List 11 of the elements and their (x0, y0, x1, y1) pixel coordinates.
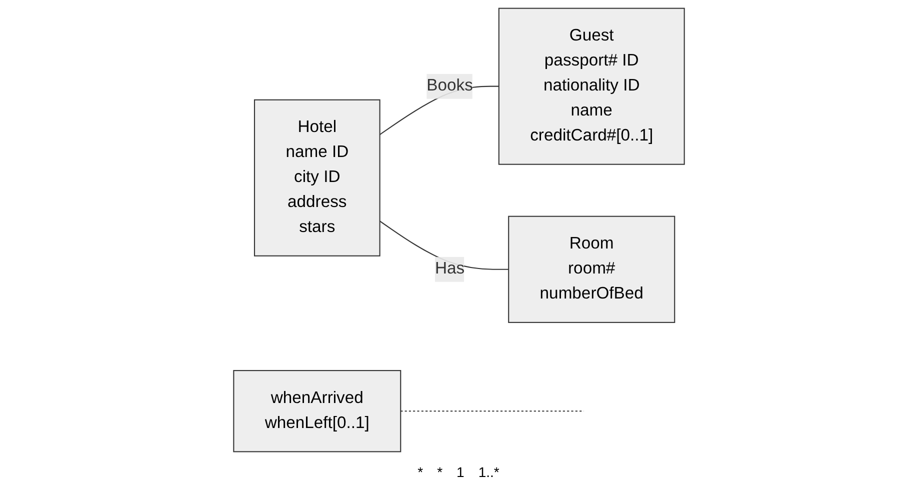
node-box: whenArrived whenLeft[0..1] (232, 370, 401, 452)
connector (400, 410, 584, 412)
node-box: Hotel name ID city ID address stars (253, 99, 380, 256)
edge-label: Books (426, 76, 472, 95)
multiplicity-label: * (437, 464, 443, 480)
edge-label: Has (434, 260, 464, 278)
node-box: Guest passport# ID nationality ID name creditCard#[0..1] (498, 8, 684, 165)
multiplicity-label: 1..* (478, 464, 500, 480)
multiplicity-label: 1 (456, 464, 464, 480)
multiplicity-label: * (418, 464, 424, 480)
node-box: Room room# numberOfBed (508, 216, 675, 323)
